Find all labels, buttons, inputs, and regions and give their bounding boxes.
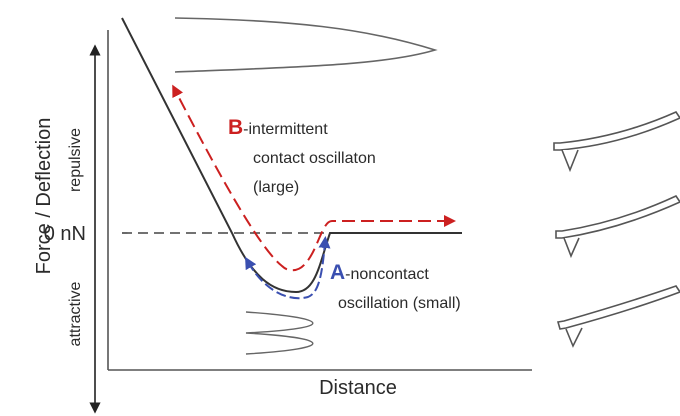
zero-force-label: 0 nN — [44, 223, 86, 245]
mode-b-letter: B — [228, 116, 243, 139]
mode-a-path — [245, 236, 331, 300]
cantilever-bottom — [556, 285, 680, 348]
large-oscillation-wave — [174, 17, 438, 73]
mode-a-line2: oscillation (small) — [338, 295, 461, 312]
attractive-label: attractive — [67, 281, 84, 346]
repulsive-label: repulsive — [67, 128, 84, 192]
mode-b-line3: (large) — [253, 179, 299, 196]
cantilever-top — [553, 110, 680, 173]
mode-a-letter: A — [330, 261, 345, 284]
small-oscillation-wave — [245, 311, 314, 355]
mode-b-label: B-intermittent — [228, 116, 328, 139]
x-axis-label: Distance — [319, 377, 397, 399]
cantilever-middle — [555, 194, 680, 259]
mode-a-label: A-noncontact — [330, 261, 429, 284]
mode-b-path — [172, 84, 456, 272]
mode-a-line1: -noncontact — [345, 266, 429, 283]
mode-b-line2: contact oscillaton — [253, 150, 376, 167]
mode-b-line1: -intermittent — [243, 121, 328, 138]
y-axis-label: Force / Deflection — [33, 118, 55, 275]
